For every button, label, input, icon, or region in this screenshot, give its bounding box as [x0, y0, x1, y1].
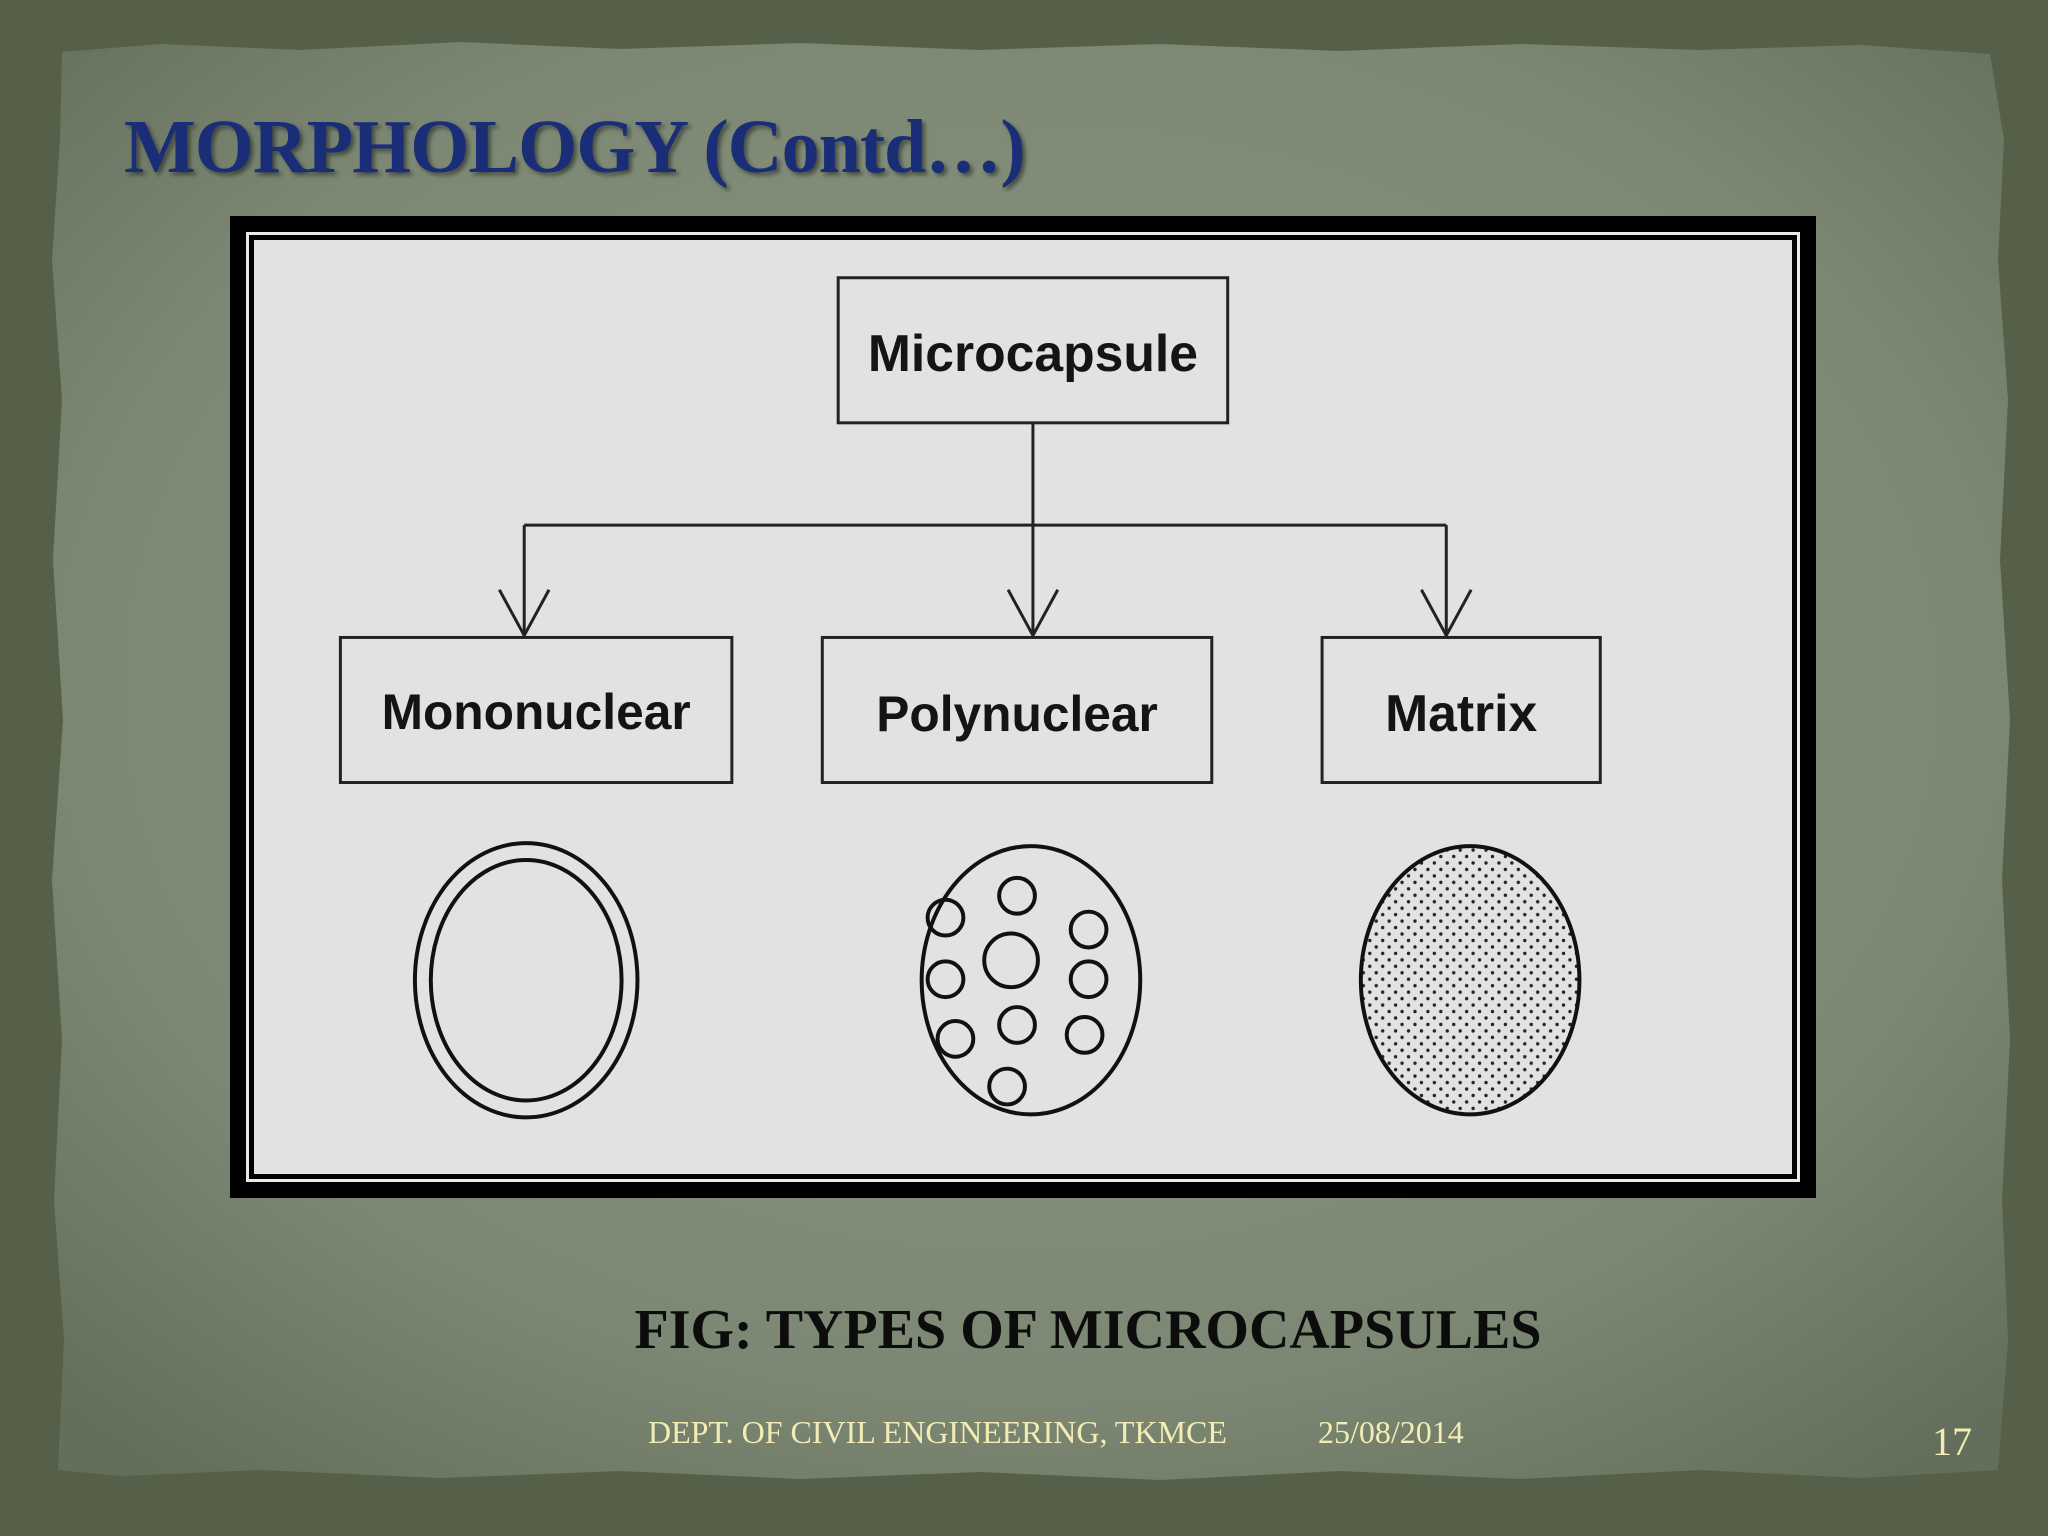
figure-frame: Microcapsule	[230, 216, 1816, 1198]
figure-inner-border: Microcapsule	[246, 232, 1800, 1182]
arrow-matrix	[1420, 589, 1473, 639]
arrowheads	[498, 589, 1473, 639]
arrow-mononuclear	[498, 589, 551, 639]
polynuclear-capsule-icon	[919, 844, 1143, 1117]
microcapsule-diagram: Microcapsule	[338, 276, 1602, 1120]
arrow-polynuclear	[1006, 589, 1060, 639]
mononuclear-capsule-icon	[412, 841, 640, 1120]
slide-title: MORPHOLOGY (Contd…)	[124, 105, 1026, 189]
footer-department: DEPT. OF CIVIL ENGINEERING, TKMCE	[648, 1414, 1227, 1450]
footer-date: 25/08/2014	[1318, 1414, 1464, 1450]
child-node-mononuclear: Mononuclear	[338, 635, 734, 785]
child-node-matrix: Matrix	[1320, 635, 1602, 785]
matrix-capsule-icon	[1358, 844, 1582, 1117]
child-node-label-matrix: Matrix	[1385, 684, 1537, 742]
connector-lines	[522, 422, 1448, 636]
root-node: Microcapsule	[836, 276, 1230, 425]
child-node-polynuclear: Polynuclear	[820, 635, 1214, 785]
figure-caption: FIG: TYPES OF MICROCAPSULES	[634, 1299, 1542, 1361]
child-node-label-polynuclear: Polynuclear	[876, 686, 1158, 742]
root-node-label: Microcapsule	[868, 324, 1198, 382]
page-number: 17	[1932, 1419, 1972, 1464]
figure-panel: Microcapsule	[254, 240, 1792, 1174]
child-node-label-mononuclear: Mononuclear	[382, 684, 691, 740]
